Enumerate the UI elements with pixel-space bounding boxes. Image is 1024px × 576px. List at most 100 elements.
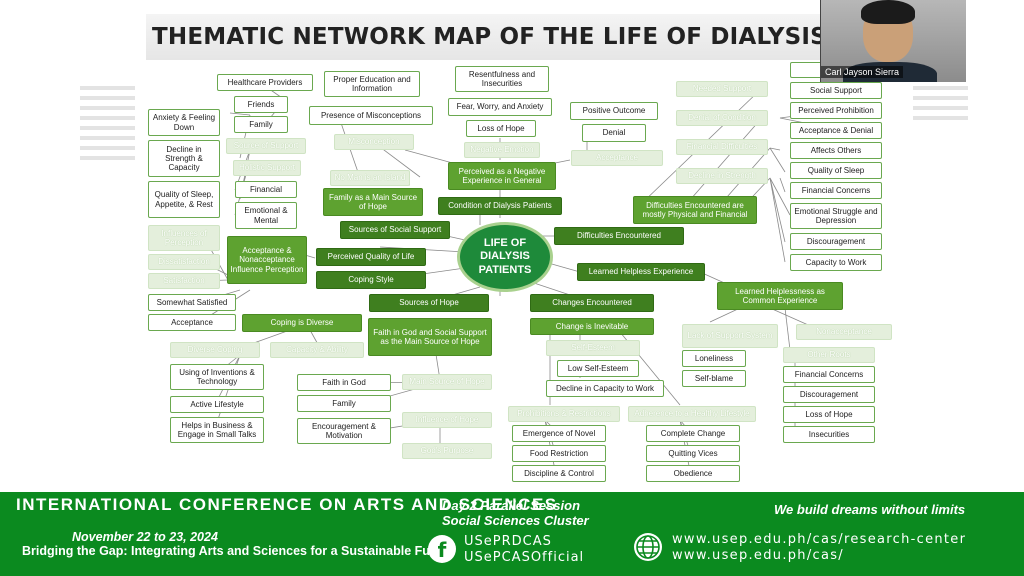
node-affects-others: Affects Others [790,142,882,159]
node-financial-difficulties: Financial Difficulties [676,139,768,155]
title-band [146,14,906,60]
participant-hair [861,0,915,24]
presentation-slide: THEMATIC NETWORK MAP OF THE LIFE OF DIAL… [80,0,968,492]
node-proper-education: Proper Education and Information [324,71,420,97]
center-life-of-dialysis-patients: LIFE OF DIALYSIS PATIENTS [457,222,553,292]
node-lack-support-system: Lack of Support System [682,324,778,348]
node-diverse-coping: Diverse Coping [170,342,260,358]
node-self-blame: Self-blame [682,370,746,387]
node-helps-business: Helps in Business & Engage in Small Talk… [170,417,264,443]
node-acceptance-left: Acceptance [148,314,236,331]
node-influences-perception: Influences of Perception [148,225,220,251]
node-prohibitions: Prohibitions & Restrictions [508,406,620,422]
decorative-stripes-right [913,86,968,120]
node-family-main-source: Family as a Main Source of Hope [323,188,423,216]
node-financial-concerns-r: Financial Concerns [790,182,882,199]
node-food-restriction: Food Restriction [512,445,606,462]
node-sources-social-support: Sources of Social Support [340,221,450,239]
participant-video-tile[interactable]: Carl Jayson Sierra [820,0,966,82]
node-emotional-struggle: Emotional Struggle and Depression [790,203,882,229]
node-loss-hope-b: Loss of Hope [783,406,875,423]
participant-name-label: Carl Jayson Sierra [821,66,904,78]
node-capacity-ability: Capacity & Ability [270,342,364,358]
node-dissatisfaction: Dissatisfaction [148,254,220,270]
node-financial-concerns-b: Financial Concerns [783,366,875,383]
node-using-inventions: Using of Inventions & Technology [170,364,264,390]
node-faith-god-main: Faith in God and Social Support as the M… [368,318,492,356]
node-encouragement: Encouragement & Motivation [297,418,391,444]
node-positive-outcome: Positive Outcome [570,102,658,120]
node-perceived-prohibition: Perceived Prohibition [790,102,882,119]
node-difficulties-encountered: Difficulties Encountered [554,227,684,245]
node-adherence: Adherence to a Healthy Lifestyle [628,406,756,422]
node-quitting-vices: Quitting Vices [646,445,740,462]
node-healthcare-providers: Healthcare Providers [217,74,313,91]
tagline: We build dreams without limits [774,502,966,517]
url-cas[interactable]: www.usep.edu.ph/cas/ [672,548,844,563]
node-negative-emotion: Negative Emotion [464,142,540,158]
node-fear-worry: Fear, Worry, and Anxiety [448,98,552,116]
node-needed-support: Needed Support [676,81,768,97]
node-capacity-work: Capacity to Work [790,254,882,271]
node-low-self-esteem: Low Self-Esteem [557,360,639,377]
node-difficulties-physical: Difficulties Encountered are mostly Phys… [633,196,757,224]
node-denial-condition: Denial of Condition [676,110,768,126]
node-coping-style: Coping Style [316,271,426,289]
node-anxiety: Anxiety & Feeling Down [148,109,220,136]
node-quality-sleep-appetite: Quality of Sleep, Appetite, & Rest [148,181,220,218]
conference-banner: INTERNATIONAL CONFERENCE ON ARTS AND SCI… [0,492,1024,576]
node-satisfaction: Satisfaction [148,273,220,289]
node-discouragement-b: Discouragement [783,386,875,403]
conference-dates: November 22 to 23, 2024 [72,530,218,544]
slide-title: THEMATIC NETWORK MAP OF THE LIFE OF DIAL… [152,24,891,50]
node-faith-in-god: Faith in God [297,374,391,391]
node-active-lifestyle: Active Lifestyle [170,396,264,413]
node-coping-diverse: Coping is Diverse [242,314,362,332]
conference-theme: Bridging the Gap: Integrating Arts and S… [22,544,454,558]
facebook-icon: f [428,535,456,563]
node-denial: Denial [582,124,646,142]
node-decline-in-strength-r: Decline in Strength [676,168,768,184]
facebook-page-2: USePCASOfficial [464,550,585,565]
node-insecurities: Insecurities [783,426,875,443]
node-resentfulness: Resentfulness and Insecurities [455,66,549,92]
node-learned-helplessness-common: Learned Helplessness as Common Experienc… [717,282,843,310]
node-holistic-support: Holistic Support [233,160,301,176]
node-financial-left: Financial [235,181,297,198]
node-acceptance-denial: Acceptance & Denial [790,122,882,139]
node-perceived-negative: Perceived as a Negative Experience in Ge… [448,162,556,190]
facebook-page-1: USePRDCAS [464,534,552,549]
node-misconception: Misconception [334,134,414,150]
node-complete-change: Complete Change [646,425,740,442]
node-loneliness: Loneliness [682,350,746,367]
node-decline-capacity-work: Decline in Capacity to Work [546,380,664,397]
node-acceptance-top: Acceptance [571,150,663,166]
session-line-2: Social Sciences Cluster [442,513,589,528]
node-influence-hope: Influence of Hope [402,412,492,428]
node-quality-sleep-r: Quality of Sleep [790,162,882,179]
conference-title: INTERNATIONAL CONFERENCE ON ARTS AND SCI… [16,495,558,514]
node-discipline-control: Discipline & Control [512,465,606,482]
node-friends: Friends [234,96,288,113]
node-discouragement-r: Discouragement [790,233,882,250]
node-family-top: Family [234,116,288,133]
node-gods-purpose: God's Purpose [402,443,492,459]
node-main-source-hope: Main Source of Hope [402,374,492,390]
node-condition-dialysis: Condition of Dialysis Patients [438,197,562,215]
globe-icon [634,533,662,561]
node-somewhat-satisfied: Somewhat Satisfied [148,294,236,311]
node-emotional-mental: Emotional & Mental [235,202,297,229]
url-research-center[interactable]: www.usep.edu.ph/cas/research-center [672,532,967,547]
node-learned-helpless-exp: Learned Helpless Experience [577,263,705,281]
node-other-roots: Other Roots [783,347,875,363]
session-line-1: Day 2 Parallel Session [442,498,581,513]
decorative-stripes-left [80,86,135,160]
node-obedience: Obedience [646,465,740,482]
node-no-man-island: No Man is an Island [330,170,410,186]
node-presence-misconceptions: Presence of Misconceptions [309,106,433,125]
node-decline-strength: Decline in Strength & Capacity [148,140,220,177]
website-urls: www.usep.edu.ph/cas/research-center www.… [672,532,966,564]
node-nonacceptance: Nonacceptance [796,324,892,340]
node-acceptance-nonacceptance: Acceptance & Nonacceptance Influence Per… [227,236,307,284]
node-perceived-quality: Perceived Quality of Life [316,248,426,266]
